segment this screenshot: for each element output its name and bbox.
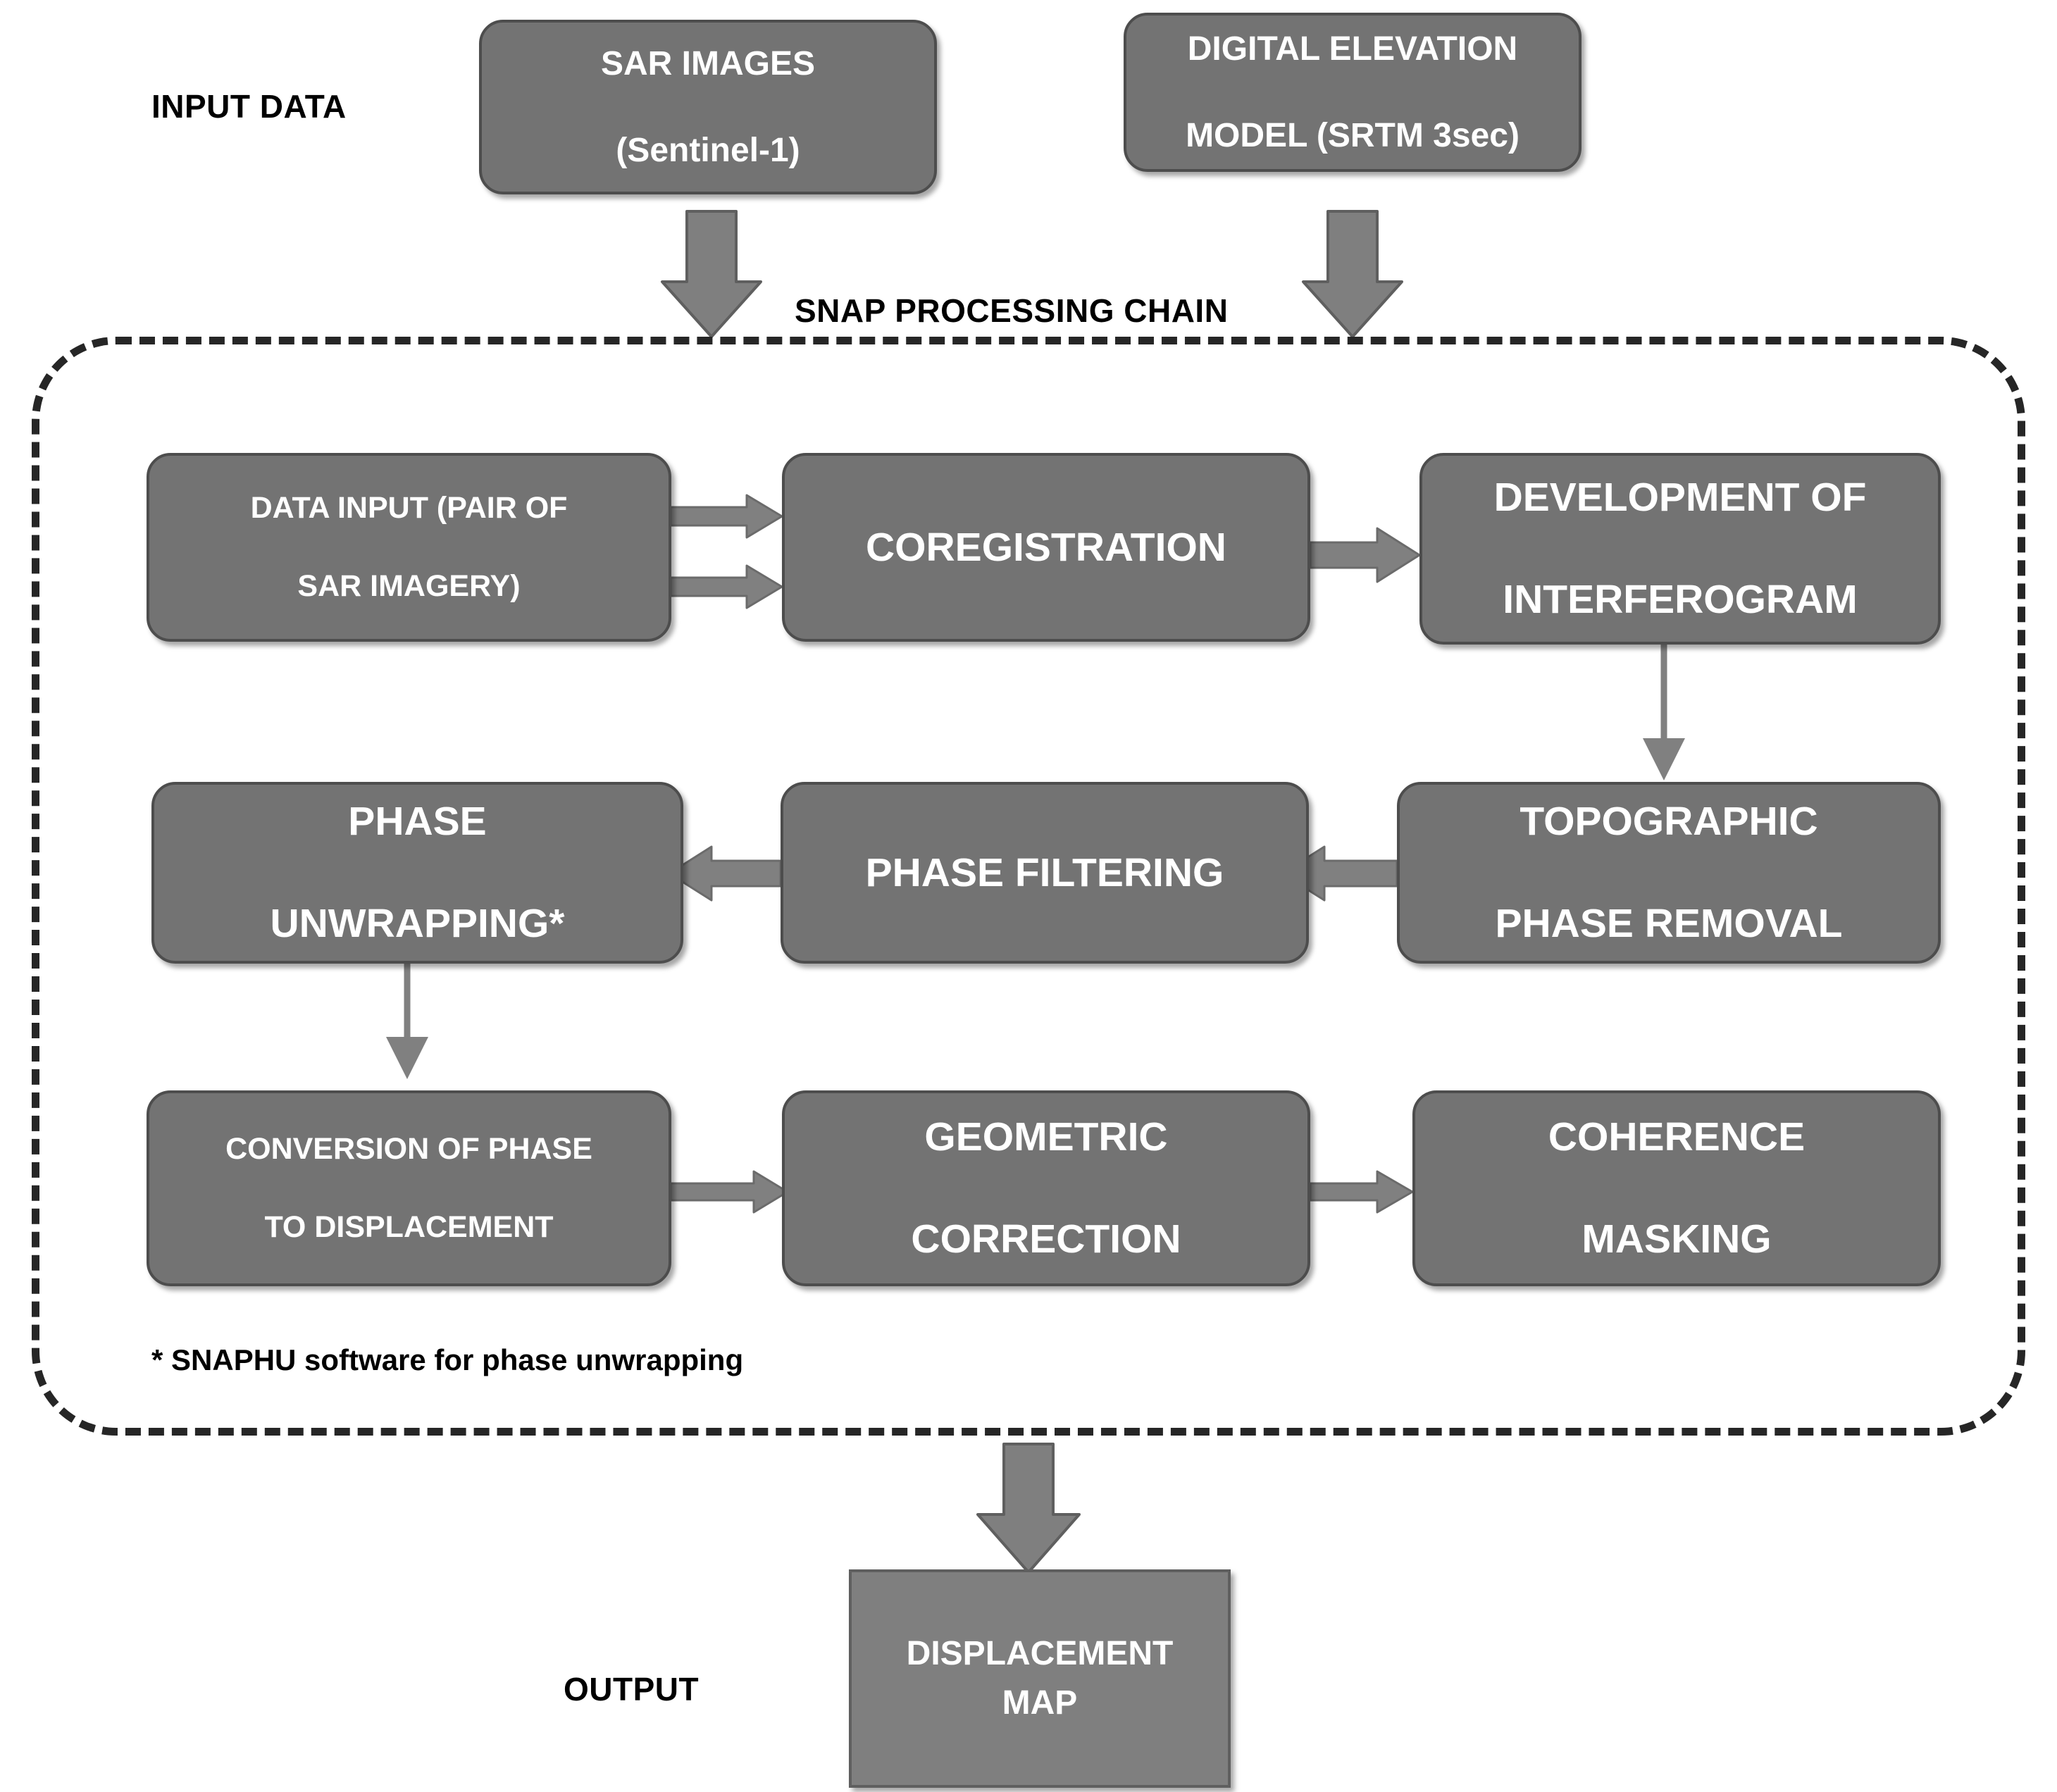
coherence-line2: MASKING [1581,1217,1772,1262]
interferogram-line1: DEVELOPMENT OF [1493,474,1867,520]
geometric-text: GEOMETRIC CORRECTION [795,1112,1298,1266]
block-arrow-chain-to-output [976,1443,1081,1574]
sar-images-line1: SAR IMAGES [600,44,816,82]
phase-filtering-label: PHASE FILTERING [865,850,1224,895]
block-arrow-dem-to-chain [1302,210,1403,338]
process-node-coherence-masking[interactable]: COHERENCE MASKING [1412,1090,1941,1286]
process-node-phase-filtering[interactable]: PHASE FILTERING [781,782,1309,964]
process-node-geometric-correction[interactable]: GEOMETRIC CORRECTION [782,1090,1310,1286]
process-node-conversion-of-phase-to-displacement[interactable]: CONVERSION OF PHASE TO DISPLACEMENT [147,1090,671,1286]
snap-processing-chain-label: SNAP PROCESSING CHAIN [795,292,1229,329]
process-node-topographic-phase-removal[interactable]: TOPOGRAPHIC PHASE REMOVAL [1397,782,1941,964]
output-label: OUTPUT [564,1671,700,1707]
data-input-line2: SAR IMAGERY) [297,568,521,603]
conversion-text: CONVERSION OF PHASE TO DISPLACEMENT [159,1130,659,1246]
output-node-displacement-map[interactable]: DISPLACEMENT MAP [849,1569,1231,1788]
phase-unwrapping-line1: PHASE [348,798,487,844]
topographic-text: TOPOGRAPHIC PHASE REMOVAL [1410,796,1928,950]
displacement-map-line1: DISPLACEMENT [906,1635,1174,1673]
snap-processing-chain-container [32,337,2025,1436]
topographic-line2: PHASE REMOVAL [1495,901,1843,947]
data-input-line1: DATA INPUT (PAIR OF [250,491,568,525]
dem-line1: DIGITAL ELEVATION [1187,30,1518,68]
interferogram-line2: INTERFEROGRAM [1503,577,1858,623]
coherence-text: COHERENCE MASKING [1425,1112,1928,1266]
sar-images-text: SAR IMAGES (Sentinel-1) [492,42,924,172]
dem-text: DIGITAL ELEVATION MODEL (SRTM 3sec) [1136,27,1569,157]
process-node-coregistration[interactable]: COREGISTRATION [782,453,1310,642]
phase-unwrapping-line2: UNWRAPPING* [270,901,565,947]
geometric-line1: GEOMETRIC [924,1114,1168,1159]
process-node-phase-unwrapping[interactable]: PHASE UNWRAPPING* [151,782,683,964]
block-arrow-sar-to-chain [661,210,762,338]
displacement-map-text: DISPLACEMENT MAP [907,1629,1174,1727]
displacement-map-line2: MAP [1002,1684,1078,1722]
conversion-line2: TO DISPLACEMENT [264,1209,554,1244]
input-node-digital-elevation-model[interactable]: DIGITAL ELEVATION MODEL (SRTM 3sec) [1124,13,1581,172]
process-node-data-input[interactable]: DATA INPUT (PAIR OF SAR IMAGERY) [147,453,671,642]
phase-unwrapping-text: PHASE UNWRAPPING* [164,796,671,950]
conversion-line1: CONVERSION OF PHASE [225,1132,592,1166]
coregistration-label: COREGISTRATION [866,524,1226,570]
input-node-sar-images[interactable]: SAR IMAGES (Sentinel-1) [479,20,937,194]
process-node-development-of-interferogram[interactable]: DEVELOPMENT OF INTERFEROGRAM [1419,453,1941,645]
interferogram-text: DEVELOPMENT OF INTERFEROGRAM [1432,472,1928,626]
sar-images-line2: (Sentinel-1) [616,131,800,169]
coherence-line1: COHERENCE [1548,1114,1806,1159]
geometric-line2: CORRECTION [911,1217,1181,1262]
topographic-line1: TOPOGRAPHIC [1520,798,1818,844]
data-input-text: DATA INPUT (PAIR OF SAR IMAGERY) [159,489,659,605]
dem-line2: MODEL (SRTM 3sec) [1186,116,1520,154]
input-data-label: INPUT DATA [151,88,347,125]
snaphu-footnote: * SNAPHU software for phase unwrapping [151,1343,744,1376]
